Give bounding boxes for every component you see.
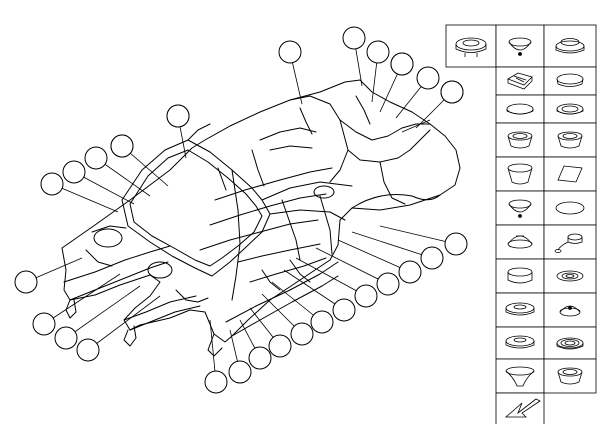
callout-circle <box>204 370 228 394</box>
parts-cell-ring-plug-1 <box>543 94 597 124</box>
dome-plug-icon <box>508 199 532 218</box>
grommet-icon <box>556 270 584 282</box>
callout-circle <box>440 80 464 104</box>
flanged-grommet-icon <box>505 302 535 316</box>
parts-cell-dome-plug-2 <box>495 190 545 226</box>
dome-plug-icon <box>508 37 532 56</box>
callout-circle <box>14 270 38 294</box>
cup-plug-icon <box>507 131 533 149</box>
parts-cell-flanged-grommet-2 <box>495 326 545 360</box>
callout-circle <box>444 232 468 256</box>
callout-circle <box>76 338 100 362</box>
callout-circle <box>40 172 64 196</box>
tall-cup-plug-icon <box>507 163 533 185</box>
parts-cell-plain-plug-1 <box>543 66 597 96</box>
callout-circle <box>390 52 414 76</box>
callout-circle <box>54 326 78 350</box>
callout-circle <box>342 26 366 50</box>
parts-cell-cup-bottom <box>543 358 597 394</box>
parts-cell-foam-pad <box>495 66 545 96</box>
small-dome-plug-icon <box>559 305 581 317</box>
callout-circle <box>376 272 400 296</box>
parts-cell-pointer-arrow <box>495 392 545 426</box>
callout-circle <box>420 246 444 270</box>
callout-circles <box>14 26 468 394</box>
plain-plug-icon <box>556 73 584 87</box>
callout-circle <box>84 146 108 170</box>
callout-circle <box>166 104 190 128</box>
parts-cell-stepped-plug-1 <box>543 24 597 68</box>
callout-circle <box>268 334 292 358</box>
callout-circle <box>354 284 378 308</box>
callout-circle <box>332 298 356 322</box>
ring-plug-icon <box>556 103 584 115</box>
oval-plug-icon <box>555 201 585 215</box>
flat-cap-with-tabs-icon <box>455 37 487 57</box>
tethered-cap-icon <box>554 233 583 253</box>
callout-circle <box>248 346 272 370</box>
callout-circle <box>62 160 86 184</box>
foam-pad-icon <box>507 72 533 90</box>
stepped-plug-icon <box>555 38 585 54</box>
parts-cell-top-wide-plug <box>445 24 497 68</box>
parts-cell-deep-plug <box>495 258 545 294</box>
parts-cell-grommet-1 <box>543 258 597 294</box>
round-cap-icon <box>507 235 533 249</box>
parts-cell-oval-plug <box>543 190 597 226</box>
parts-cell-adhesive-patch <box>543 156 597 192</box>
parts-cell-cup-plug-2 <box>543 122 597 158</box>
callout-circle <box>310 310 334 334</box>
parts-cell-small-dome-plug <box>543 292 597 328</box>
callout-circle <box>32 312 56 336</box>
car-body-shell <box>61 79 461 357</box>
deep-plug-icon <box>507 267 533 284</box>
cup-plug-icon <box>557 131 583 149</box>
callout-circle <box>290 322 314 346</box>
parts-cell-dome-plug-1 <box>495 24 545 68</box>
parts-cell-cup-plug-1 <box>495 122 545 158</box>
callout-circle <box>228 360 252 384</box>
callout-circle <box>278 40 302 64</box>
flanged-grommet-icon <box>505 335 535 349</box>
cup-plug-icon <box>557 367 583 385</box>
callout-circle <box>416 66 440 90</box>
parts-cell-tethered-cap <box>543 224 597 260</box>
ribbed-grommet-icon <box>556 337 584 350</box>
arrow-pointer-icon <box>504 398 541 418</box>
parts-cell-flanged-grommet-1 <box>495 292 545 328</box>
adhesive-patch-icon <box>557 165 583 183</box>
callout-circle <box>398 260 422 284</box>
parts-cell-funnel-grommet <box>495 358 545 394</box>
callout-circle <box>366 40 390 64</box>
callout-circle <box>110 134 134 158</box>
parts-cell-ribbed-grommet <box>543 326 597 360</box>
parts-cell-flat-plug-1 <box>495 94 545 124</box>
parts-cell-tall-cup-plug <box>495 156 545 192</box>
parts-cell-round-cap-1 <box>495 224 545 260</box>
funnel-grommet-icon <box>505 366 535 387</box>
flat-plug-icon <box>506 103 534 115</box>
